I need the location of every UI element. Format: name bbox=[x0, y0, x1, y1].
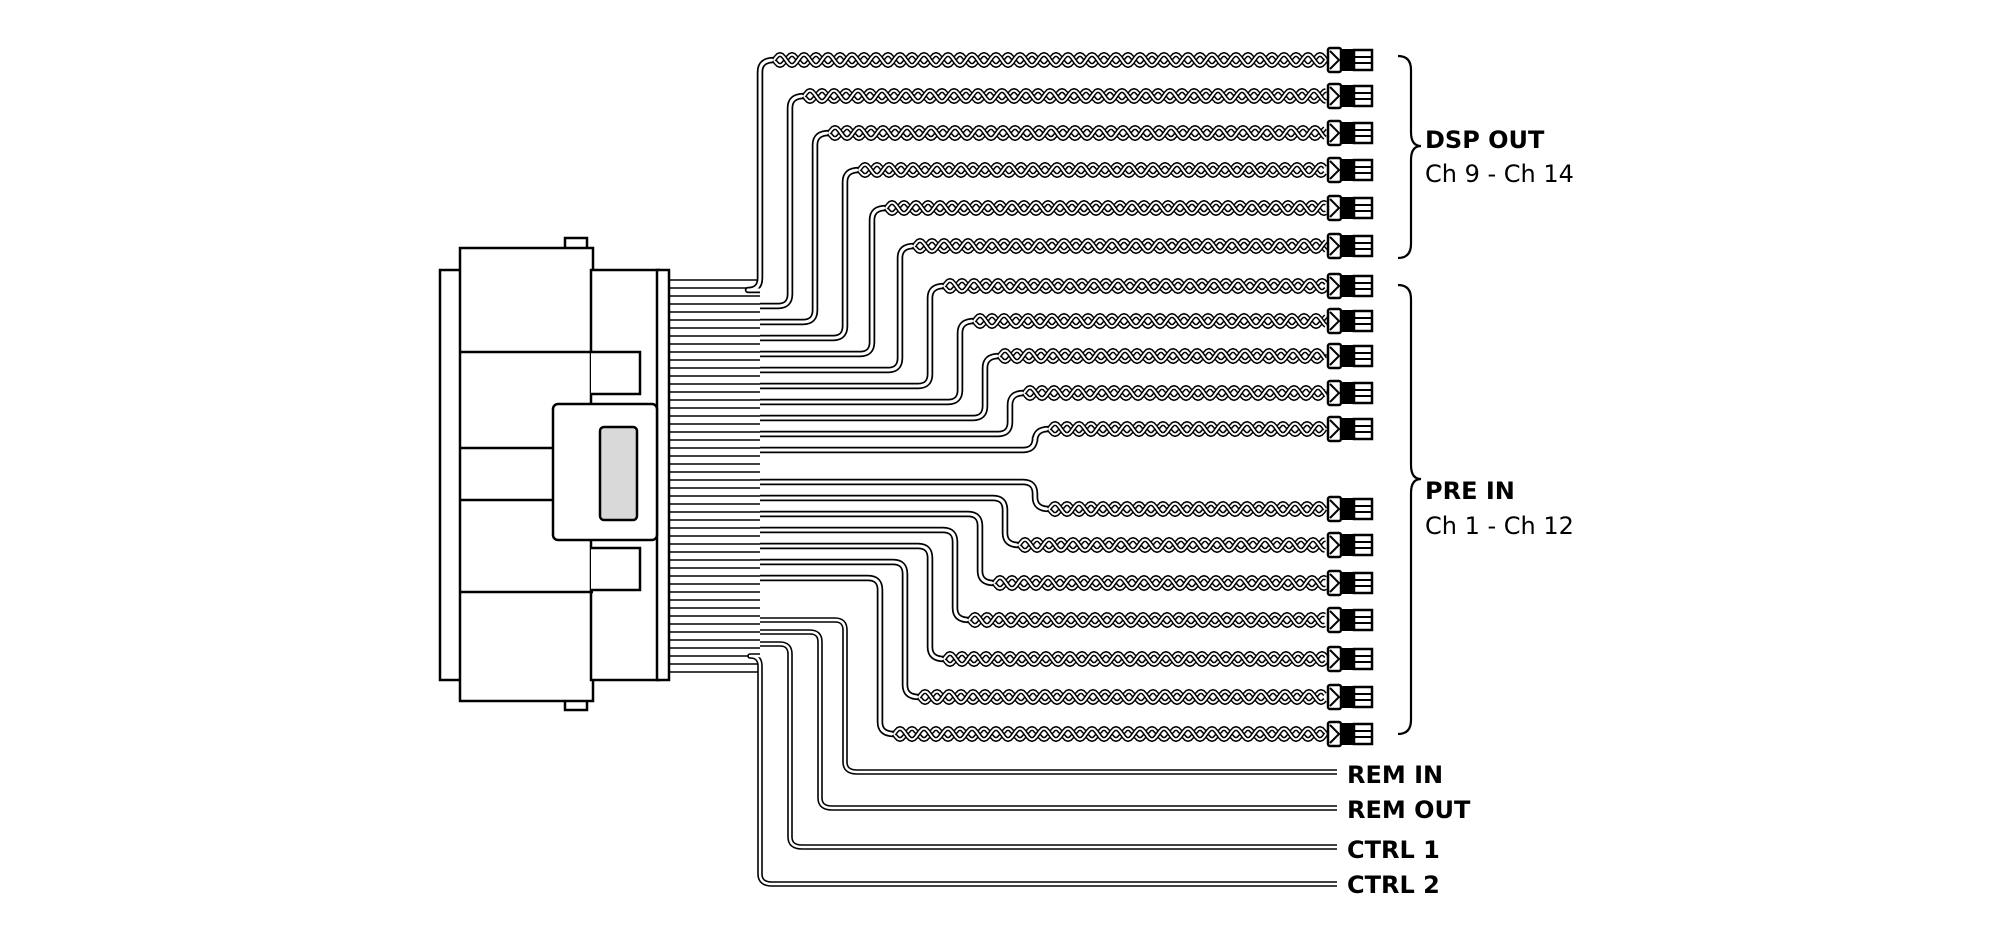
rca-plug bbox=[1326, 606, 1374, 634]
dsp-out-pair bbox=[856, 161, 1327, 179]
dsp-out-pair-lead bbox=[760, 92, 805, 310]
pre-in-pair-lead bbox=[760, 558, 920, 701]
pre-in-pair-lead bbox=[760, 282, 945, 390]
connector-rim bbox=[655, 268, 671, 682]
pre-in-pair bbox=[941, 277, 1328, 295]
rca-plug bbox=[1326, 720, 1374, 748]
rca-plug bbox=[1326, 232, 1374, 260]
rca-plug bbox=[1326, 495, 1374, 523]
rca-plug bbox=[1326, 415, 1374, 443]
dsp-out-title: DSP OUT bbox=[1425, 126, 1545, 154]
dsp-out-pair-lead bbox=[760, 204, 887, 358]
ctrl-1-label: CTRL 1 bbox=[1347, 836, 1440, 864]
rem-out-wire bbox=[760, 629, 1337, 811]
pre-in-pair bbox=[966, 611, 1326, 629]
rca-plug bbox=[1326, 272, 1374, 300]
dsp-out-pair bbox=[911, 237, 1328, 255]
ctrl-1-wire bbox=[760, 641, 1337, 850]
pre-in-pair-lead bbox=[760, 542, 945, 663]
dsp-out-pair-lead bbox=[744, 56, 775, 294]
pre-in-pair-lead bbox=[760, 425, 1050, 454]
pre-in-pair-lead bbox=[760, 526, 970, 624]
rca-plug bbox=[1326, 379, 1374, 407]
dsp-out-pair-lead bbox=[760, 242, 915, 374]
pre-in-pair bbox=[971, 312, 1328, 330]
dsp-out-pair bbox=[883, 199, 1327, 217]
pre-in-pair bbox=[1046, 420, 1328, 438]
harness-connector bbox=[438, 236, 760, 712]
pre-in-pair bbox=[891, 725, 1329, 743]
pre-in-pair bbox=[916, 688, 1327, 706]
dsp-out-pair-lead bbox=[760, 129, 830, 326]
pre-in-range: Ch 1 - Ch 12 bbox=[1425, 512, 1574, 540]
connector-back-flange bbox=[438, 268, 464, 682]
pre-in-pair-lead bbox=[760, 317, 975, 406]
rca-plug bbox=[1326, 683, 1374, 711]
pre-in-pair-lead bbox=[760, 494, 1020, 549]
rca-plug bbox=[1326, 119, 1374, 147]
connector-notch bbox=[591, 350, 642, 396]
rca-plug bbox=[1326, 342, 1374, 370]
pre-in-pair-lead bbox=[760, 510, 995, 587]
rca-plug bbox=[1326, 531, 1374, 559]
rca-plug bbox=[1326, 46, 1374, 74]
harness-wires bbox=[744, 51, 1337, 887]
rem-in-wire bbox=[760, 617, 1337, 775]
latch-release-button bbox=[598, 425, 639, 522]
dsp-out-pair bbox=[801, 87, 1327, 105]
pre-in-pair bbox=[991, 574, 1327, 592]
dsp-out-pair-lead bbox=[760, 166, 860, 342]
dsp-out-brace bbox=[1397, 54, 1422, 260]
pre-in-pair bbox=[1016, 536, 1326, 554]
ctrl-2-label: CTRL 2 bbox=[1347, 871, 1440, 899]
pre-in-pair bbox=[1021, 384, 1329, 402]
pre-in-title: PRE IN bbox=[1425, 477, 1515, 505]
rca-plug bbox=[1326, 569, 1374, 597]
dsp-out-pair bbox=[771, 51, 1329, 69]
ctrl-2-wire bbox=[747, 653, 1337, 887]
rem-out-label: REM OUT bbox=[1347, 796, 1471, 824]
pre-in-brace bbox=[1397, 283, 1422, 736]
rem-in-label: REM IN bbox=[1347, 761, 1443, 789]
rca-plug bbox=[1326, 194, 1374, 222]
connector-notch bbox=[591, 546, 642, 592]
rca-plugs bbox=[1326, 46, 1374, 748]
pre-in-pair bbox=[1046, 500, 1328, 518]
pre-in-pair-lead bbox=[760, 478, 1050, 513]
dsp-out-pair bbox=[826, 124, 1327, 142]
rca-plug bbox=[1326, 645, 1374, 673]
pre-in-pair-lead bbox=[760, 389, 1025, 438]
pre-in-pair-lead bbox=[760, 574, 895, 738]
dsp-out-range: Ch 9 - Ch 14 bbox=[1425, 160, 1574, 188]
pre-in-pair bbox=[996, 347, 1328, 365]
rca-plug bbox=[1326, 307, 1374, 335]
pre-in-pair bbox=[941, 650, 1328, 668]
pre-in-pair-lead bbox=[760, 352, 1000, 422]
rca-plug bbox=[1326, 156, 1374, 184]
group-braces bbox=[1397, 54, 1422, 736]
rca-plug bbox=[1326, 82, 1374, 110]
